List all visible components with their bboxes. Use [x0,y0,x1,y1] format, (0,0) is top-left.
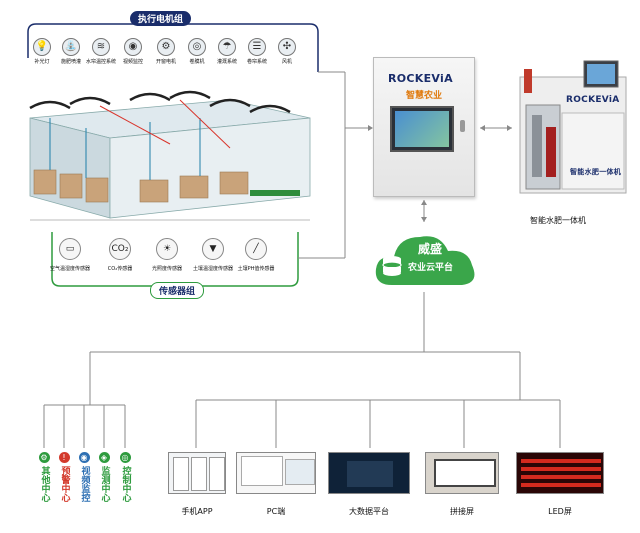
sprinkler-icon: ⛲ [62,38,80,56]
fan-icon: ✣ [278,38,296,56]
lamp-icon: 💡 [33,38,51,56]
actuator-item: ✣ 风机 [272,38,302,66]
cloud-subtitle: 农业云平台 [408,263,454,273]
gear-icon: ⚙ [38,452,50,463]
cabinet-subtitle: 智慧农业 [405,91,442,101]
machine-brand: ROCKEViA [566,95,620,105]
water-curtain-icon: ≋ [92,38,110,56]
center-item: ◎ 控制中心 [118,452,132,502]
platform-label: LED屏 [548,507,572,516]
soil-ph-sensor-icon: ╱ [245,238,267,260]
platform-label: 大数据平台 [349,507,389,516]
actuator-item: ◎ 卷膜机 [182,38,212,66]
actuator-label: 视频监控 [122,59,143,65]
platform-label: PC端 [266,507,286,516]
film-roller-icon: ◎ [188,38,206,56]
machine-caption: 智能水肥一体机 [530,216,586,225]
control-icon: ◎ [119,452,131,463]
center-item: ! 预警中心 [57,452,71,502]
sensor-group-title: 传感器组 [150,282,205,299]
cloud-title: 威盛 [418,242,443,256]
air-temp-humidity-sensor-icon: ▭ [59,238,81,260]
shutter-icon: ☰ [248,38,266,56]
actuator-item: 💡 补光灯 [27,38,57,66]
platform-label: 拼接屏 [450,507,474,516]
sensor-item: ▭ 空气温湿度传感器 [45,238,95,273]
mobile-app-thumbnail [168,452,226,494]
sensor-item: ╱ 土壤PH值传感器 [231,238,281,273]
actuator-item: ⛲ 施肥喷灌 [56,38,86,66]
actuator-label: 风机 [281,59,292,65]
camera-icon: ◉ [78,452,90,463]
light-sensor-icon: ☀ [156,238,178,260]
sensor-label: 空气温湿度传感器 [49,266,90,272]
center-label: 其他中心 [39,466,50,502]
video-wall-thumbnail [425,452,499,494]
fertilizer-machine: ROCKEViA 智能水肥一体机 [518,57,630,197]
center-label: 控制中心 [120,466,131,502]
control-cabinet: ROCKEViA 智慧农业 [373,57,475,197]
soil-sensor-icon: ▼ [202,238,224,260]
center-label: 监测中心 [99,466,110,502]
center-item: ⚙ 其他中心 [37,452,51,502]
actuator-label: 卷帘系统 [246,59,267,65]
cabinet-brand: ROCKEViA [388,72,453,85]
actuator-label: 补光灯 [34,59,50,65]
alert-icon: ! [58,452,70,463]
actuator-label: 灌溉系统 [216,59,237,65]
actuator-group-title: 执行电机组 [130,11,192,26]
monitor-icon: ◈ [98,452,110,463]
machine-panel-text: 智能水肥一体机 [570,168,622,176]
led-screen-thumbnail [516,452,604,494]
actuator-item: ⚙ 开窗电机 [151,38,181,66]
actuator-item: ≋ 水帘温控系统 [86,38,116,66]
actuator-item: ☂ 灌溉系统 [212,38,242,66]
center-item: ◈ 监测中心 [97,452,111,502]
sensor-label: 土壤温湿度传感器 [192,266,233,272]
irrigation-icon: ☂ [218,38,236,56]
sensor-label: CO₂传感器 [107,266,133,272]
window-motor-icon: ⚙ [157,38,175,56]
actuator-item: ◉ 视频监控 [118,38,148,66]
big-data-thumbnail [328,452,410,494]
cabinet-lock [460,120,465,132]
actuator-label: 卷膜机 [189,59,205,65]
actuator-label: 开窗电机 [155,59,176,65]
sensor-item: CO₂ CO₂传感器 [95,238,145,273]
actuator-label: 水帘温控系统 [86,59,117,65]
sensor-item: ▼ 土壤温湿度传感器 [188,238,238,273]
center-label: 预警中心 [59,466,70,502]
sensor-item: ☀ 光照度传感器 [142,238,192,273]
co2-sensor-icon: CO₂ [109,238,131,260]
sensor-label: 土壤PH值传感器 [237,266,275,272]
sensor-label: 光照度传感器 [151,266,182,272]
touchscreen-panel [390,106,454,152]
actuator-label: 施肥喷灌 [60,59,81,65]
greenhouse-illustration [29,90,311,221]
actuator-item: ☰ 卷帘系统 [242,38,272,66]
camera-icon: ◉ [124,38,142,56]
platform-label: 手机APP [181,507,213,516]
center-label: 视频监控 [79,466,90,502]
database-icon [382,256,402,276]
center-item: ◉ 视频监控 [77,452,91,502]
cloud-platform [375,236,475,285]
pc-client-thumbnail [236,452,316,494]
